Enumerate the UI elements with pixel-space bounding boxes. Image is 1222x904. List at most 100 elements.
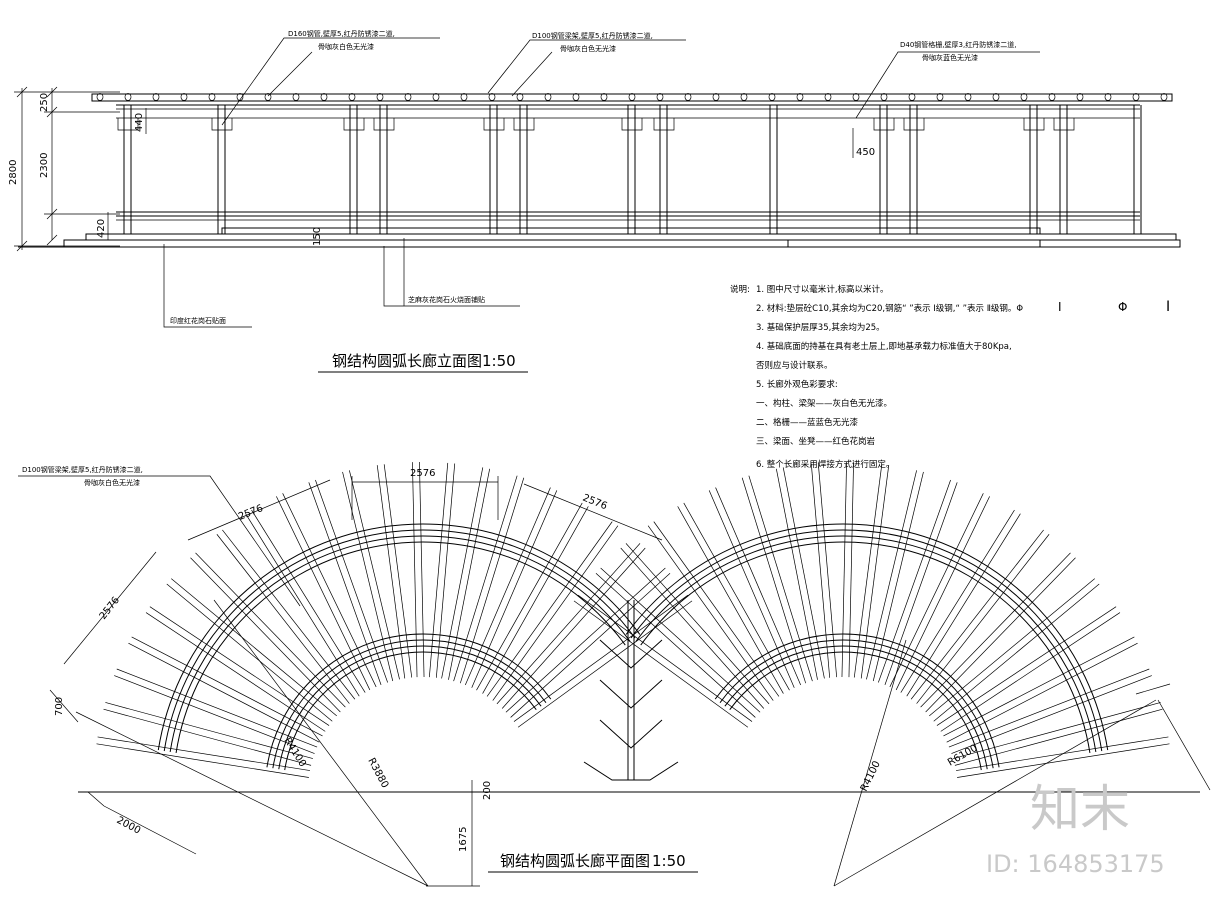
dim-tick (46, 86, 58, 98)
callout-elev-3-line1: D40钢管格栅,壁厚3,红丹防锈漆二道, (900, 40, 1016, 49)
plan-slat (936, 606, 1117, 726)
callout-elev-4: 印度红花岗石贴面 (170, 316, 226, 325)
plan-slat (513, 594, 689, 722)
plan-slat (166, 583, 333, 722)
pipe-end (544, 93, 552, 101)
pipe-end (348, 93, 356, 101)
pipe-end (208, 93, 216, 101)
elevation-bracket (343, 118, 365, 131)
watermark: 知末 ID: 164853175 (986, 780, 1165, 878)
dim-line (49, 689, 79, 723)
pipe-end (488, 93, 496, 101)
pipe-end (236, 93, 244, 101)
callout-elev-3-line2: 骨咖灰蓝色无光漆 (922, 53, 978, 62)
plan-slat (577, 594, 753, 722)
elevation-scale: 1:50 (482, 352, 516, 370)
pipe-end (1020, 93, 1028, 101)
pipe-end (376, 93, 384, 101)
plan-arc (272, 639, 547, 769)
plan-slat (145, 612, 326, 732)
pipe-end (740, 93, 748, 101)
plan-slat (951, 675, 1152, 754)
note-item: 2. 材料:垫层砼C10,其余均为C20,钢筋“ ”表示 Ⅰ级钢,“ ”表示 Ⅱ… (756, 303, 1023, 314)
dim-plan-width: 700 (54, 697, 65, 716)
elevation-ground-left (63, 239, 789, 248)
plan-slat (906, 513, 1021, 697)
plan-slat (916, 534, 1050, 704)
plan-slat (501, 547, 646, 709)
plan-slat (496, 543, 641, 705)
plan-slat (817, 462, 837, 678)
plan-slat (943, 636, 1135, 737)
plan-slat (620, 547, 765, 709)
callout-elev-1-line1: D160钢管,壁厚5,红丹防锈漆二道, (288, 29, 395, 38)
pipe-end (908, 93, 916, 101)
plan-slat (600, 567, 761, 713)
elevation-bracket (211, 118, 233, 131)
plan-slat (245, 513, 360, 697)
watermark-brand: 知末 (1030, 780, 1130, 838)
plan-slat (190, 557, 341, 713)
note-item: 6. 整个长廊采用焊接方式进行固定。 (756, 459, 894, 470)
plan-slat (895, 496, 990, 691)
plan-slat (459, 477, 525, 684)
elevation-bracket (117, 118, 139, 131)
plan-slat (848, 462, 854, 678)
elevation-bracket (873, 118, 895, 131)
plan-slat (492, 525, 619, 701)
pipe-end (1132, 93, 1140, 101)
pipe-end (96, 93, 104, 101)
note-item: 1. 图中尺寸以毫米计,标高以米计。 (756, 284, 889, 295)
dim-tick (46, 106, 58, 118)
plan-slat (595, 572, 756, 718)
plan-slat (419, 461, 425, 677)
note-item: 否则应与设计联系。 (756, 360, 833, 371)
plan-slat (464, 487, 551, 686)
plan-slat (171, 578, 337, 717)
note-item: 三、梁面、坐凳——红色花岗岩 (756, 436, 876, 447)
plan-slat (625, 543, 770, 705)
pipe-end (180, 93, 188, 101)
plan-arc (724, 645, 988, 770)
plan-arc (714, 633, 1000, 768)
dim-plan-chord-left: 2576 (98, 595, 122, 622)
pipe-end (432, 93, 440, 101)
radius-line (833, 699, 1157, 887)
plan-slat (486, 521, 613, 697)
plan-slat (872, 471, 924, 682)
plan-slat (429, 462, 449, 678)
pipe-end (1160, 93, 1168, 101)
dim-line (103, 805, 197, 855)
pipe-end (628, 93, 636, 101)
plan-slat (878, 479, 951, 683)
plan-slat (105, 702, 313, 759)
pipe-end (852, 93, 860, 101)
plan-slat (383, 464, 413, 678)
plan-slat (929, 578, 1095, 717)
dim-line (523, 483, 663, 541)
elevation-base (85, 233, 1177, 241)
plan-slat (775, 468, 818, 680)
elevation-columns (117, 105, 1142, 234)
elevation-top-beam (91, 93, 1173, 102)
plan-slat (471, 490, 558, 688)
dim-step: 150 (312, 227, 323, 246)
plan-slat (308, 482, 382, 685)
plan-slat (708, 490, 795, 688)
dim-ext (87, 791, 105, 807)
plan-slat (195, 552, 346, 708)
plan-slat (453, 475, 518, 682)
plan-slat (342, 471, 394, 682)
watermark-id: ID: 164853175 (986, 850, 1165, 878)
pipe-end (964, 93, 972, 101)
plan-arc (278, 645, 542, 770)
dim-line (63, 551, 157, 665)
dim-tick (16, 86, 28, 98)
plan-slat (510, 572, 671, 718)
callout-leader (163, 244, 252, 328)
plan-title: 钢结构圆弧长廊平面图 (500, 852, 650, 870)
dim-tick (16, 240, 28, 252)
radius-line (213, 599, 429, 887)
plan-arc (266, 633, 552, 768)
dim-line (1157, 699, 1211, 791)
